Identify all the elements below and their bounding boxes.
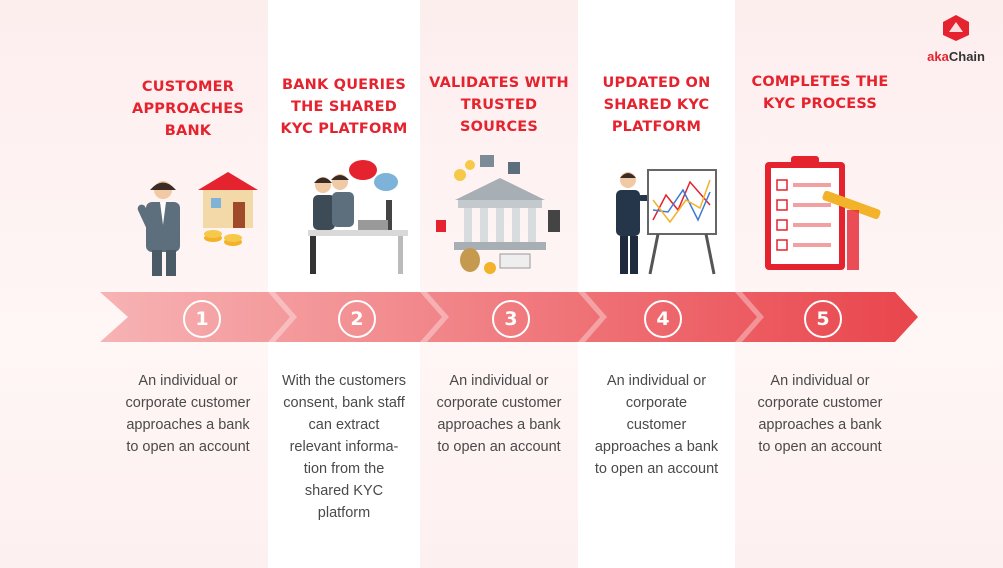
column-bg-3	[420, 0, 578, 568]
arrow-chevron-4	[735, 292, 764, 342]
bank-staff-illustration	[308, 160, 408, 274]
logo-suffix: Chain	[948, 49, 985, 64]
step-4-number: 4	[644, 300, 682, 338]
arrow-chevron-1	[268, 292, 297, 342]
presentation-chart-illustration	[616, 169, 717, 275]
checklist-clipboard-illustration	[765, 156, 881, 270]
column-bg-1	[0, 0, 268, 568]
column-bg-5	[735, 0, 1003, 568]
column-bg-4	[578, 0, 735, 568]
hexagon-logo-icon	[943, 15, 970, 41]
customer-house-illustration	[137, 172, 258, 276]
logo-prefix: aka	[927, 49, 949, 64]
arrow-chevron-2	[420, 292, 449, 342]
arrow-chevron-3	[578, 292, 607, 342]
step-3-number: 3	[492, 300, 530, 338]
bank-building-illustration	[436, 155, 560, 274]
akachain-logo: akaChain	[927, 14, 985, 64]
column-bg-2	[268, 0, 420, 568]
step-5-number: 5	[804, 300, 842, 338]
step-2-number: 2	[338, 300, 376, 338]
step-1-number: 1	[183, 300, 221, 338]
